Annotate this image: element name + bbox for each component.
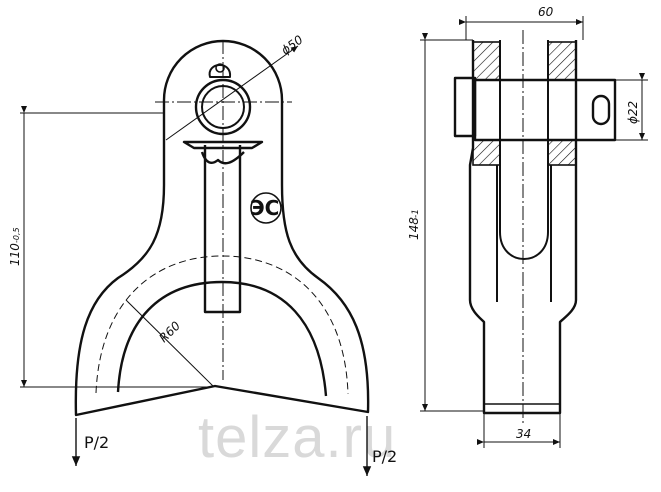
height-left-label: 110 [8,243,22,266]
height-right-label: 148 [407,217,421,240]
svg-text:ЭС: ЭС [250,196,279,220]
inner-arch [116,280,328,397]
hatch-left-top [472,41,501,81]
width-top-label: 60 [538,5,554,19]
shackle-strap [182,140,264,150]
front-view [74,39,370,417]
load-left-label: P/2 [84,433,109,452]
manufacturer-logo: ЭС [250,192,282,224]
load-right-label: P/2 [372,447,397,466]
hatch-right-bottom [547,139,577,166]
body-outline [74,39,370,417]
r60-label: R60 [156,318,183,345]
hatch-left-bottom [472,139,501,166]
dia50-label: ϕ50 [279,32,306,57]
height-left-suffix: -0,5 [12,227,21,243]
width-bottom-label: 34 [516,427,531,441]
hatch-right-top [547,41,577,81]
side-view [453,40,617,415]
height-right-suffix: -1 [411,209,421,218]
load-arrows [71,416,372,476]
dia22-label: ϕ22 [626,101,640,124]
watermark-text: telza.ru [198,405,396,470]
